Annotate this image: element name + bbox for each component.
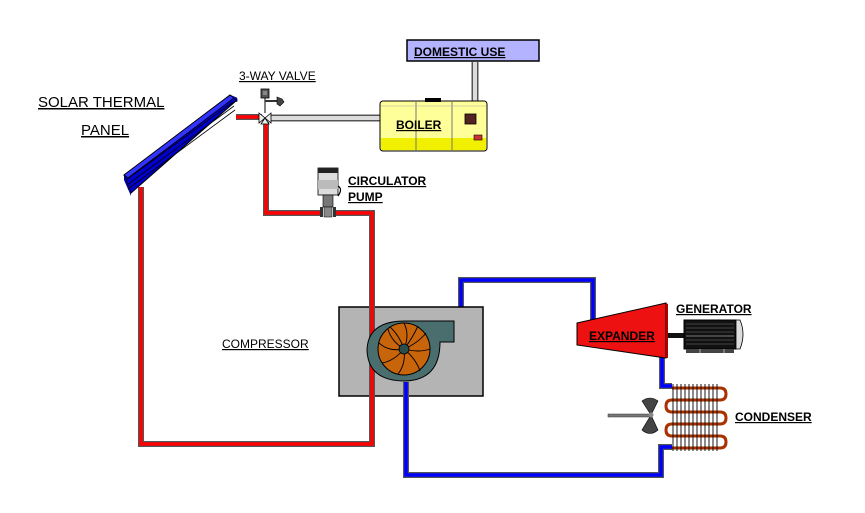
domestic-circuit: [270, 62, 479, 122]
solar-thermal-panel: [123, 94, 238, 196]
boiler-label: BOILER: [396, 118, 442, 132]
condenser-label: CONDENSER: [735, 410, 812, 424]
generator: [683, 319, 744, 353]
solar-panel-label-line1: SOLAR THERMAL: [38, 94, 164, 111]
domestic-use-label: DOMESTIC USE: [414, 45, 505, 59]
compressor: [338, 300, 484, 400]
generator-shaft: [668, 333, 684, 338]
boiler: [379, 98, 488, 152]
pipe-pump-to-compressor: [138, 187, 375, 447]
generator-label: GENERATOR: [676, 302, 752, 316]
pipe-condenser-to-compressor: [403, 385, 672, 478]
expander: [576, 302, 668, 359]
valve-label: 3-WAY VALVE: [239, 69, 316, 83]
compressor-label: COMPRESSOR: [222, 337, 309, 351]
pipe-valve-to-pump: [263, 122, 322, 216]
pipe-expander-to-condenser: [659, 352, 672, 389]
fan-icon: [607, 397, 659, 434]
hot-water-circuit: [138, 114, 375, 447]
solar-panel-label-line2: PANEL: [81, 122, 129, 139]
domestic-use-box: [406, 39, 540, 62]
pump-label-line2: PUMP: [348, 190, 383, 204]
pump-label-line1: CIRCULATOR: [348, 174, 427, 188]
circulator-pump: [317, 167, 342, 218]
condenser: [664, 384, 728, 451]
valve-handwheel-icon: [276, 96, 285, 107]
boiler-indicator-icon: [473, 134, 483, 141]
expander-label: EXPANDER: [589, 329, 655, 343]
three-way-valve[interactable]: [258, 88, 285, 125]
boiler-display-icon: [464, 113, 477, 125]
valve-actuator-detail: [263, 91, 267, 95]
